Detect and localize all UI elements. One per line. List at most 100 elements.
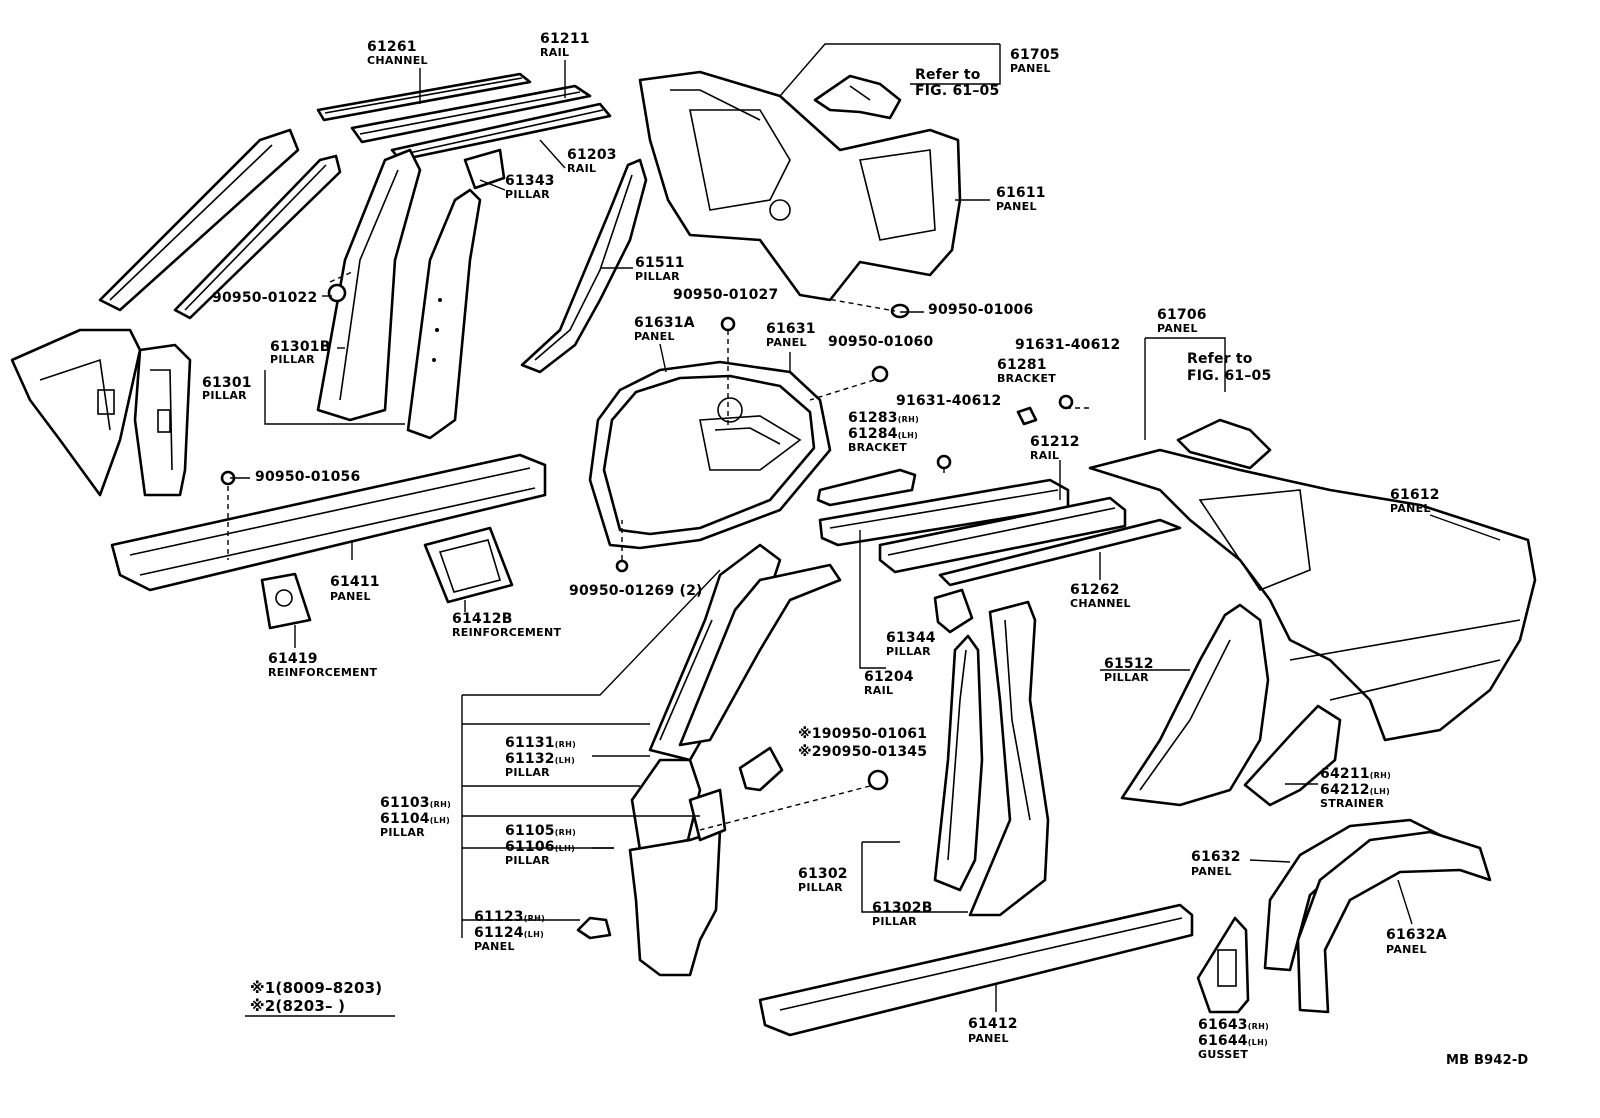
channel-61261-shape [316,72,532,122]
label-61301-number: 61301 [202,375,252,391]
footnote-2: ※2(8203– ) [250,997,346,1015]
label-61212-number: 61212 [1030,434,1080,450]
label-bolt-90950-01027: 90950-01027 [673,287,779,303]
pillar-61301B-shape [316,148,422,422]
label-61262-number: 61262 [1070,582,1120,598]
pillar-61105-shape [738,746,784,792]
panel-61412-shape [758,903,1194,1037]
label-61631-name: PANEL [766,336,807,349]
label-61124-name: PANEL [474,940,515,953]
label-61411-name: PANEL [330,590,371,603]
label-61411-number: 61411 [330,574,380,590]
label-61203-number: 61203 [567,147,617,163]
label-61284-name: BRACKET [848,441,908,454]
pillar-61302-shape [933,634,984,892]
label-61283-number: 61283(RH) [848,410,920,426]
label-61104-name: PILLAR [380,826,425,839]
front-pillar-left-shape [10,328,192,497]
label-61343-name: PILLAR [505,188,550,201]
label-61511-name: PILLAR [635,270,680,283]
leader-lines [230,43,1501,1017]
label-61511-number: 61511 [635,255,685,271]
label-61419-name: REINFORCEMENT [268,666,378,679]
reinforcement-61412B-shape [423,526,514,604]
label-61212-name: RAIL [1030,449,1060,462]
label-61132-number: 61132(LH) [505,751,576,767]
bracket-61281-shape [1016,406,1038,426]
pillar-61512-shape [1120,603,1270,807]
label-61284-number: 61284(LH) [848,426,919,442]
panel-61123-shape [576,916,612,940]
label-61632-name: PANEL [1191,865,1232,878]
label-61104-number: 61104(LH) [380,811,451,827]
label-61124-number: 61124(LH) [474,925,545,941]
label-61262-name: CHANNEL [1070,597,1131,610]
panel-61705-shape [813,74,902,120]
label-bolt-90950-01056: 90950-01056 [255,469,361,485]
label-61512-number: 61512 [1104,656,1154,672]
label-61632-number: 61632 [1191,849,1241,865]
label-61204-number: 61204 [864,669,914,685]
label-61643-number: 61643(RH) [1198,1017,1270,1033]
panel-61411-shape [110,453,547,592]
panel-61612-shape [1088,448,1537,742]
rail-61212-shape [878,496,1127,574]
label-61301B-number: 61301B [270,339,331,355]
label-61611-number: 61611 [996,185,1046,201]
label-61644-name: GUSSET [1198,1048,1249,1061]
pillar-61302B-shape [968,600,1050,917]
label-61343-number: 61343 [505,173,555,189]
label-61631-number: 61631 [766,321,816,337]
label-61106-number: 61106(LH) [505,839,576,855]
dashed-guides [227,271,1092,831]
bracket-61283-shape [816,468,917,507]
label-61302B-name: PILLAR [872,915,917,928]
label-61281-name: BRACKET [997,372,1057,385]
label-bolt-90950-01269: 90950-01269 (2) [569,583,703,599]
label-61301-name: PILLAR [202,389,247,402]
label-61281-number: 61281 [997,357,1047,373]
channel-61262-shape [938,518,1182,587]
label-64212-number: 64212(LH) [1320,782,1391,798]
label-61412-name: PANEL [968,1032,1009,1045]
label-61632A-name: PANEL [1386,943,1427,956]
label-61302-name: PILLAR [798,881,843,894]
label-61123-number: 61123(RH) [474,909,546,925]
label-bolt-91631-40612-a: 91631-40612 [1015,337,1121,353]
label-61705-name: PANEL [1010,62,1051,75]
label-61419-number: 61419 [268,651,318,667]
label-61302B-number: 61302B [872,900,933,916]
label-61512-name: PILLAR [1104,671,1149,684]
label-61203-name: RAIL [567,162,597,175]
label-61705-refer: Refer to [915,67,981,83]
label-61301B-name: PILLAR [270,353,315,366]
label-61412B-number: 61412B [452,611,513,627]
reinforcement-61419-shape [260,572,312,630]
label-bolt-90950-01345: ※290950-01345 [798,744,928,760]
label-61612-name: PANEL [1390,502,1431,515]
label-61211-name: RAIL [540,46,570,59]
label-61706-number: 61706 [1157,307,1207,323]
label-61631A-name: PANEL [634,330,675,343]
label-bolt-91631-40612-b: 91631-40612 [896,393,1002,409]
label-61705-fig: FIG. 61–05 [915,83,1000,99]
label-61611-name: PANEL [996,200,1037,213]
diagram-code: MB B942-D [1446,1053,1529,1068]
pillar-61103-shape [628,758,727,977]
label-61132-name: PILLAR [505,766,550,779]
label-61631A-number: 61631A [634,315,695,331]
rail-61211-shape [350,84,592,144]
label-61261-number: 61261 [367,39,417,55]
label-61706-fig: FIG. 61–05 [1187,368,1272,384]
label-61204-name: RAIL [864,684,894,697]
pillar-61131-shape [648,543,842,762]
label-61131-number: 61131(RH) [505,735,577,751]
panel-61631-shape [588,360,832,550]
label-64211-number: 64211(RH) [1320,766,1392,782]
label-61632A-number: 61632A [1386,927,1447,943]
label-61105-number: 61105(RH) [505,823,577,839]
label-61644-number: 61644(LH) [1198,1033,1269,1049]
footnote-1: ※1(8009–8203) [250,979,383,997]
